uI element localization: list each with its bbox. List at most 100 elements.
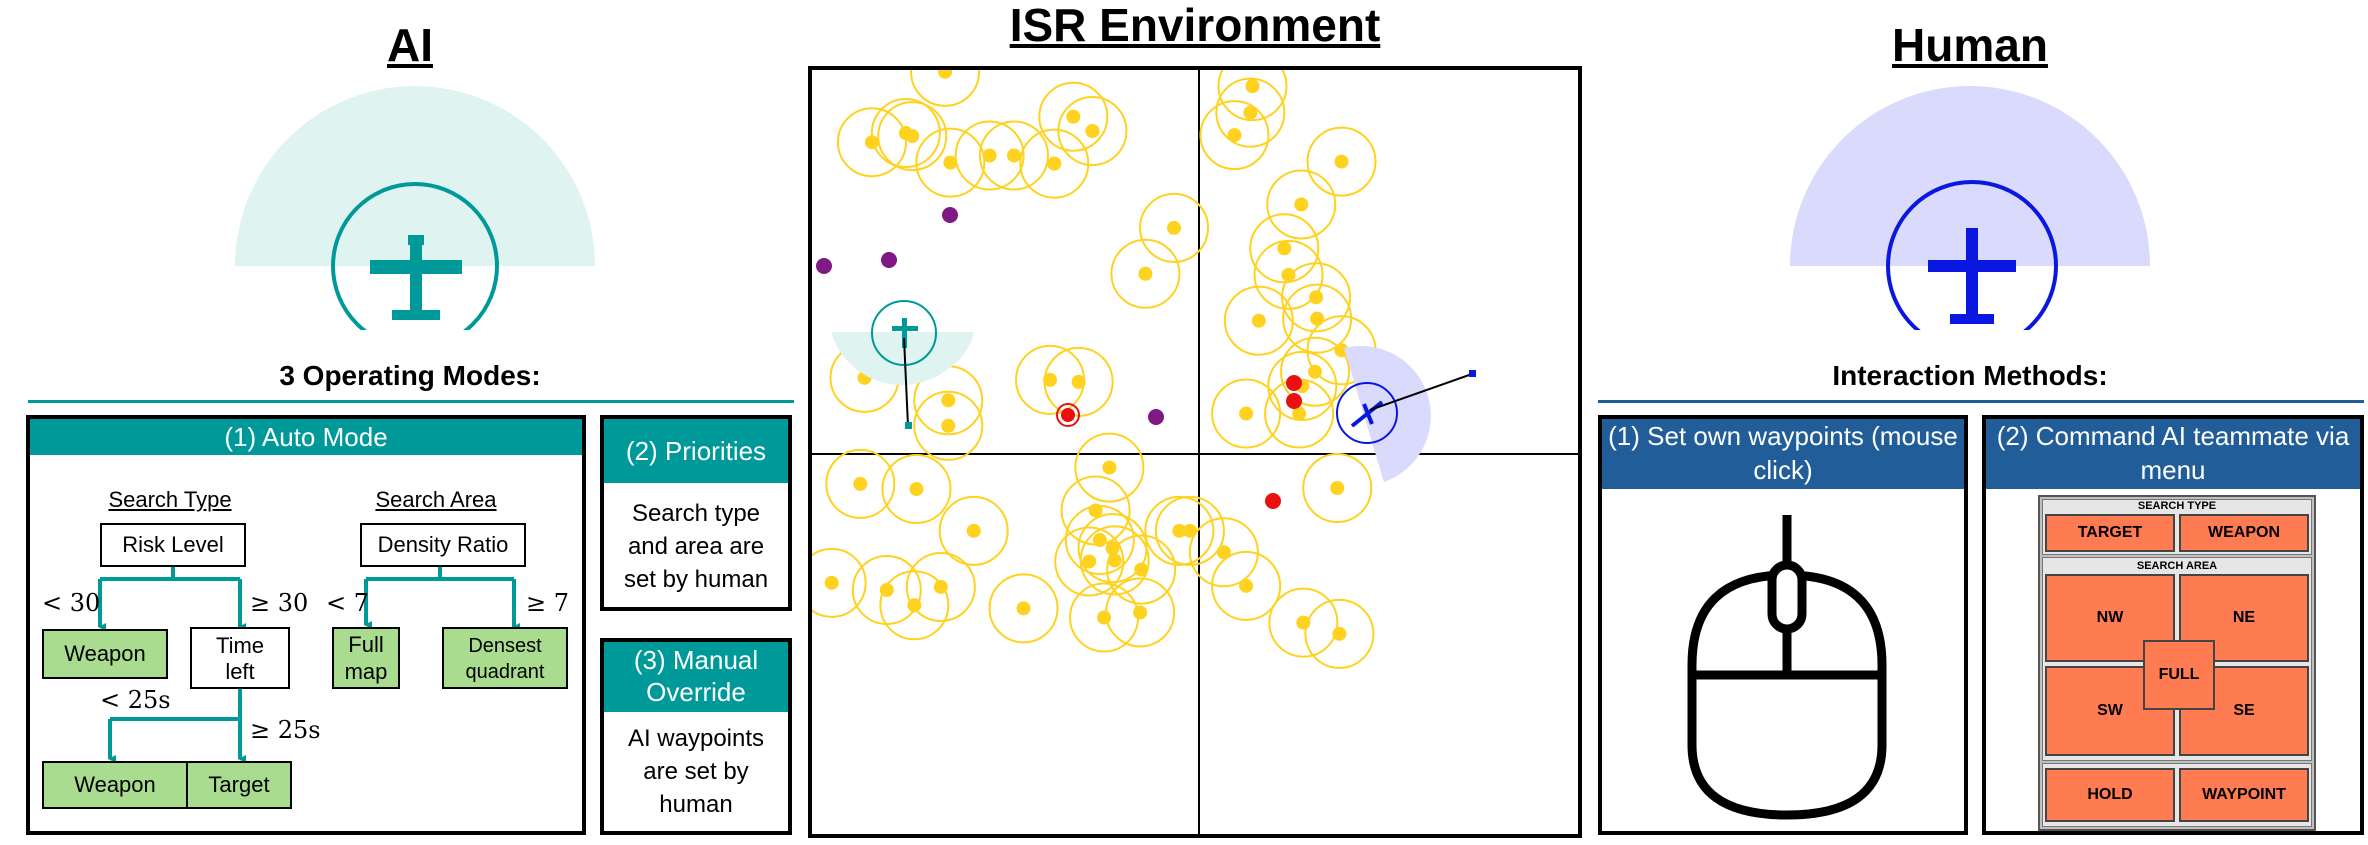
target-ring: [1302, 453, 1373, 523]
target-ring: [910, 70, 981, 107]
target-button[interactable]: TARGET: [2045, 514, 2175, 552]
weapon-button[interactable]: WEAPON: [2179, 514, 2309, 552]
menu-method-header: (2) Command AI teammate via menu: [1986, 419, 2360, 489]
purple-target-dot: [942, 207, 958, 223]
target-dot: [1167, 220, 1182, 235]
target-dot: [905, 129, 920, 144]
target-ring: [1282, 283, 1353, 354]
isr-map-canvas: [812, 70, 1578, 834]
target-dot: [1133, 605, 1148, 620]
target-dot: [1006, 148, 1021, 163]
auto-mode-panel: (1) Auto Mode Search Type Search Area Ri…: [26, 415, 586, 835]
target-dot: [943, 155, 958, 170]
target-dot: [941, 393, 956, 408]
target-dot: [1107, 553, 1122, 568]
hold-button[interactable]: HOLD: [2045, 768, 2175, 822]
waypoint-button[interactable]: WAYPOINT: [2179, 768, 2309, 822]
target-dot: [1097, 610, 1112, 625]
target-dot: [938, 70, 953, 79]
target-dot: [1085, 124, 1100, 138]
target-dot: [1016, 601, 1031, 616]
isr-map: [808, 66, 1582, 838]
target-ring: [1064, 505, 1135, 576]
target-dot: [933, 579, 948, 594]
target-dot: [1172, 523, 1187, 538]
auto-mode-header: (1) Auto Mode: [30, 419, 582, 455]
target-ring: [881, 454, 952, 525]
search-type-header: SEARCH TYPE: [2137, 500, 2217, 512]
target-ring: [1223, 285, 1294, 356]
target-dot: [1227, 128, 1242, 143]
weapon-leaf-2: Weapon: [42, 761, 188, 809]
target-dot: [982, 148, 997, 163]
target-ring: [913, 390, 984, 461]
target-ring: [1144, 495, 1215, 566]
target-dot: [1294, 197, 1309, 212]
target-ring: [1105, 577, 1176, 648]
target-ring: [1268, 587, 1339, 658]
target-ring: [1139, 192, 1210, 263]
target-dot: [1216, 545, 1231, 560]
target-ring: [1057, 96, 1128, 166]
purple-target-dot: [881, 252, 897, 268]
risk-ge30-label: ≥ 30: [250, 589, 309, 617]
target-ring: [1217, 70, 1288, 122]
target-ring: [1154, 495, 1225, 566]
target-dot: [1243, 105, 1258, 120]
target-ring: [1211, 550, 1282, 621]
target-dot: [1281, 267, 1296, 282]
target-ring: [1215, 77, 1286, 148]
target-ring: [1267, 351, 1338, 421]
human-divider: [1598, 400, 2364, 403]
search-area-header: SEARCH AREA: [2136, 560, 2218, 572]
density-lt7-label: < 7: [326, 589, 370, 617]
target-dot: [1310, 311, 1325, 326]
density-ge7-label: ≥ 7: [526, 589, 570, 617]
priorities-header: (2) Priorities: [604, 419, 788, 483]
target-ring: [1074, 432, 1145, 503]
target-markers: [812, 70, 1377, 669]
target-dot: [1105, 541, 1120, 556]
target-dot: [1082, 554, 1097, 569]
target-ring: [1306, 126, 1377, 197]
target-dot: [1239, 578, 1254, 593]
target-ring: [1266, 169, 1337, 240]
human-agent-marker: [1336, 345, 1476, 482]
target-dot: [1066, 109, 1081, 124]
target-dot: [1251, 313, 1266, 328]
search-type-label: Search Type: [108, 487, 232, 512]
red-target-dot: [1286, 393, 1302, 409]
priorities-panel: (2) Priorities Search type and area are …: [600, 415, 792, 611]
densest-quadrant-leaf: Densest quadrant: [442, 627, 568, 689]
target-dot: [909, 482, 924, 497]
target-ring: [825, 448, 896, 519]
risk-lt30-label: < 30: [42, 589, 101, 617]
full-button[interactable]: FULL: [2143, 640, 2215, 710]
search-area-section: SEARCH AREA NW NE SW SE FULL: [2042, 557, 2312, 761]
target-ring: [1038, 81, 1109, 152]
target-ring: [812, 547, 867, 618]
target-dot: [1138, 266, 1153, 281]
menu-method-panel: (2) Command AI teammate via menu SEARCH …: [1982, 415, 2364, 835]
density-ratio-node: Density Ratio: [360, 523, 526, 567]
full-map-leaf: Full map: [332, 627, 400, 689]
target-ring: [988, 573, 1059, 644]
mouse-method-header: (1) Set own waypoints (mouse click): [1602, 419, 1964, 489]
isr-title: ISR Environment: [1009, 0, 1381, 51]
target-ring: [978, 120, 1049, 191]
priorities-text: Search type and area are set by human: [623, 500, 769, 593]
target-ring: [1249, 213, 1320, 284]
interaction-methods-title: Interaction Methods:: [1832, 360, 2108, 391]
time-left-node: Time left: [190, 627, 290, 689]
target-ring: [1054, 526, 1125, 597]
target-ring: [1110, 238, 1181, 309]
target-ring: [1019, 128, 1090, 199]
target-ring: [1106, 534, 1177, 605]
human-title: Human: [1892, 19, 2048, 71]
target-ring: [1253, 239, 1324, 310]
target-dot: [824, 575, 839, 590]
target-dot: [864, 135, 879, 150]
target-dot: [1277, 241, 1292, 256]
target-ring: [836, 107, 907, 178]
target-dot: [1330, 481, 1345, 495]
